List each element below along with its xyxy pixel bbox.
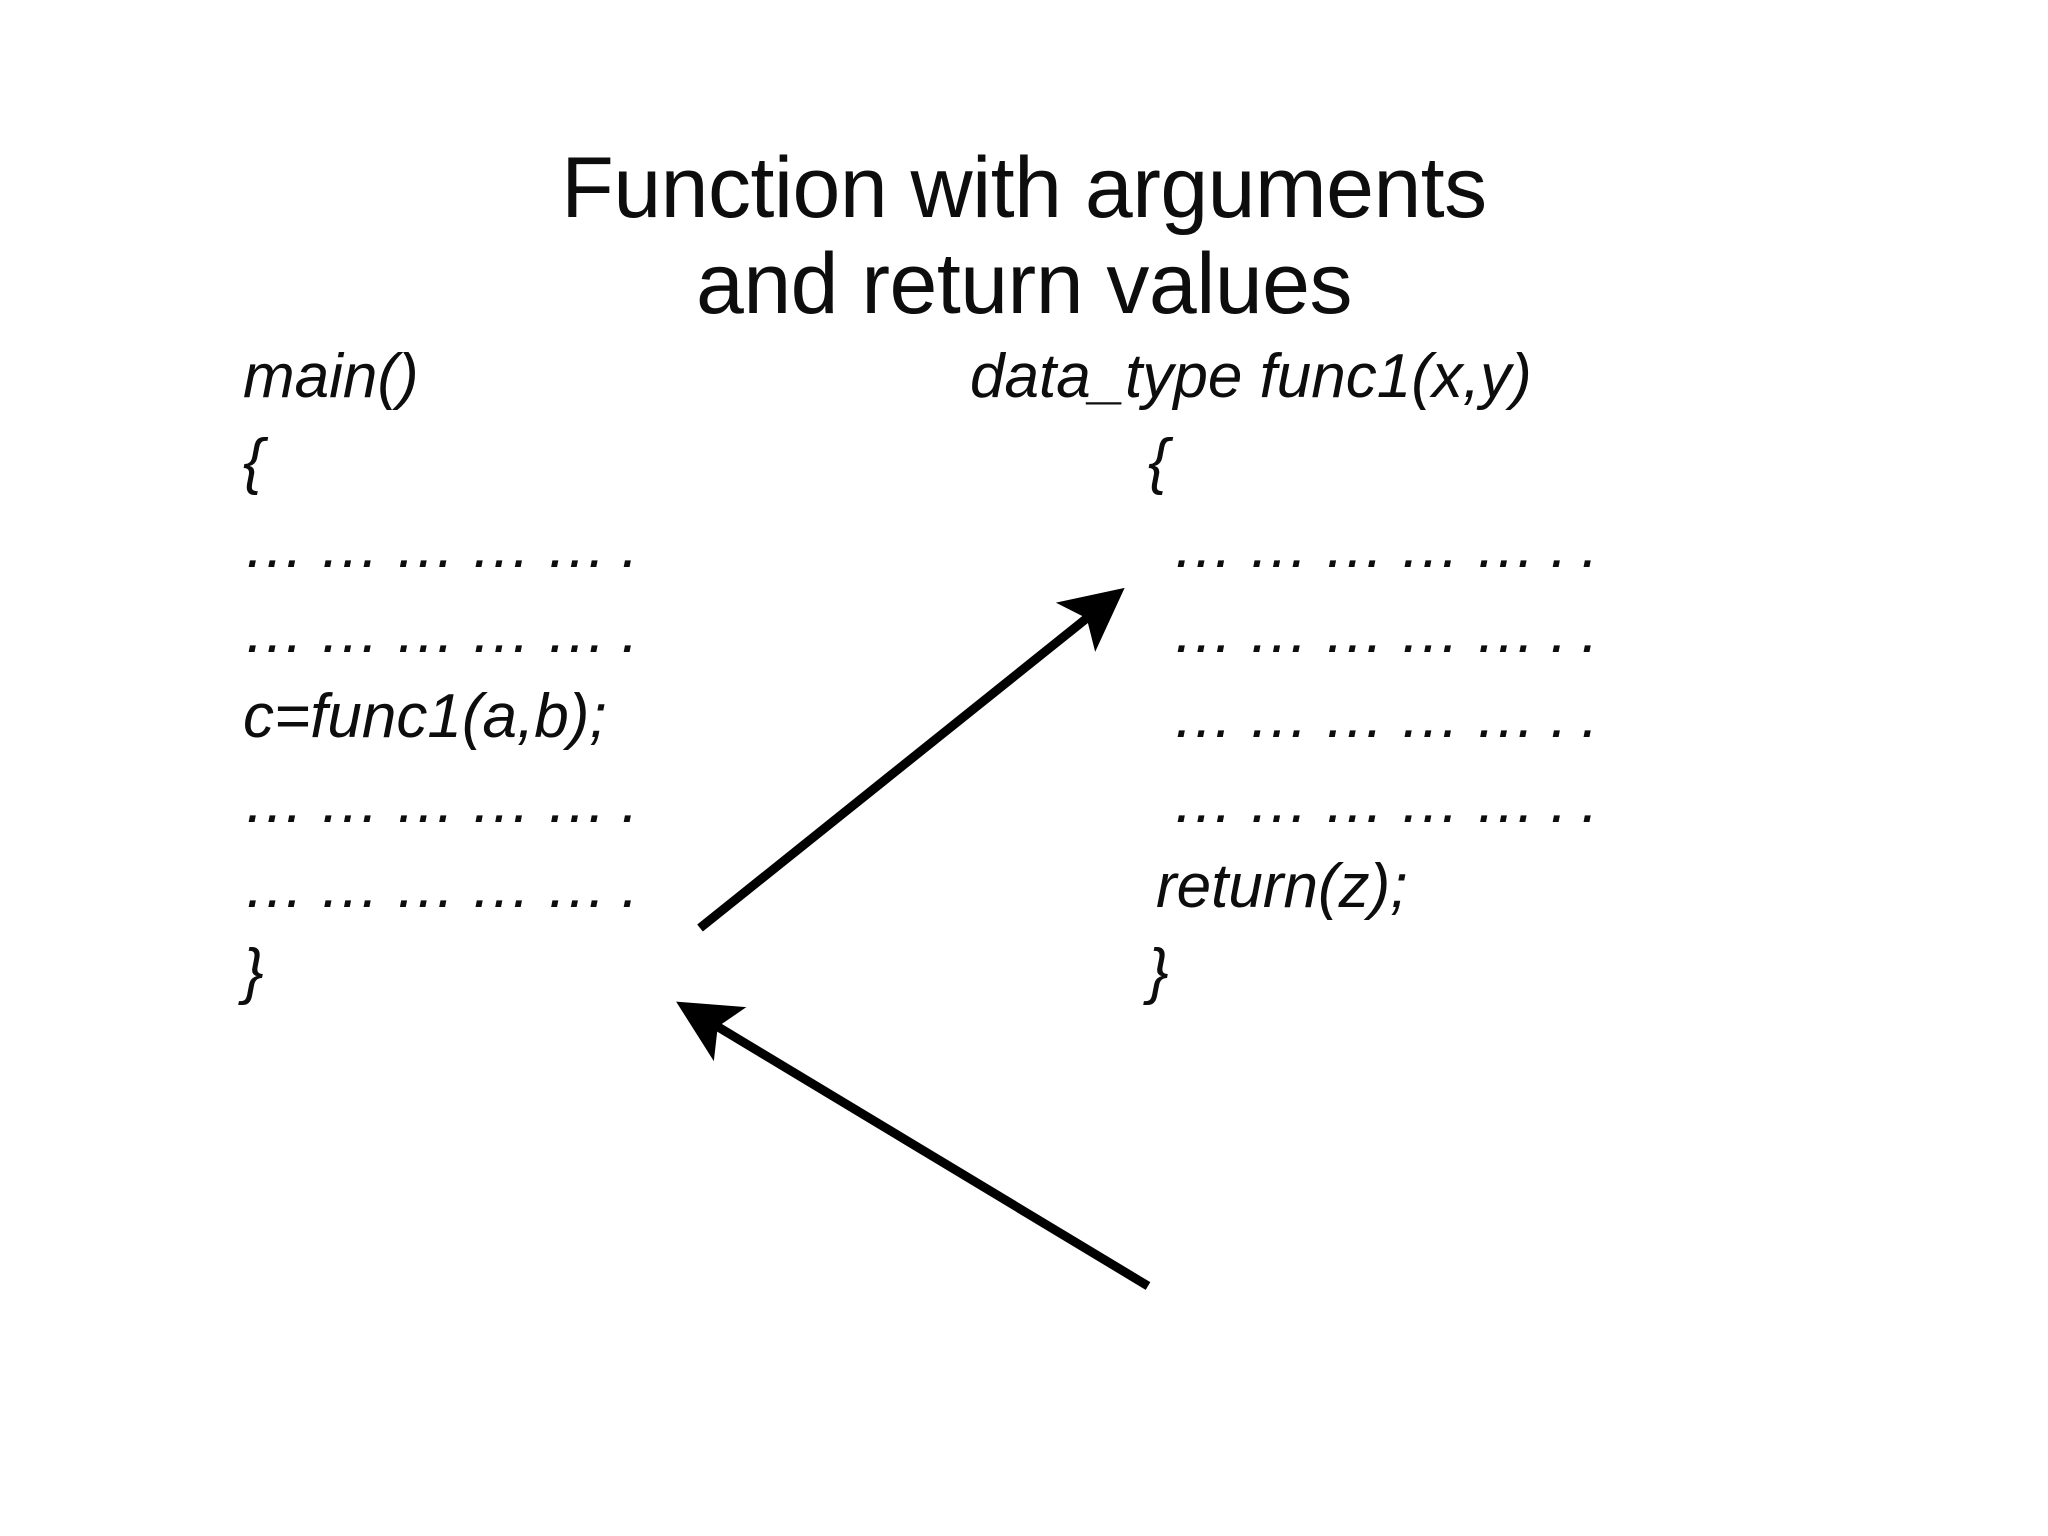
callee-line-dots-3: …………….. [970,686,1612,771]
callee-line-dots-1: …………….. [970,516,1612,601]
caller-line-dots-2: ……………. [243,601,652,686]
callee-line-dots-4: …………….. [970,771,1612,856]
dotted-line: ……………. [243,852,653,921]
callee-code-block: data_type func1(x,y) { …………….. …………….. …… [970,346,1612,1026]
dotted-line: …………….. [1172,682,1612,751]
callee-line-open-brace: { [970,431,1612,516]
dotted-line: ……………. [243,767,653,836]
caller-text: { [243,427,264,496]
caller-text: main() [243,342,419,411]
title-line-2: and return values [695,236,1353,333]
caller-line-close-brace: } [243,941,652,1026]
caller-line-dots-1: ……………. [243,516,652,601]
callee-line-dots-2: …………….. [970,601,1612,686]
return-arrow [676,1001,1151,1290]
caller-text: } [243,937,264,1006]
dotted-line: …………….. [1172,597,1612,666]
title-line-1: Function with arguments [561,140,1487,236]
caller-line-function-call: c=func1(a,b); [243,686,652,771]
caller-text: c=func1(a,b); [243,682,607,751]
callee-text: } [1148,937,1169,1006]
callee-line-close-brace: } [970,941,1612,1026]
callee-text: data_type func1(x,y) [970,342,1532,411]
callee-line-signature: data_type func1(x,y) [970,346,1612,431]
caller-line-main-signature: main() [243,346,652,431]
dotted-line: …………….. [1172,512,1612,581]
dotted-line: …………….. [1172,767,1612,836]
caller-line-open-brace: { [243,431,652,516]
dotted-line: ……………. [243,597,653,666]
callee-line-return: return(z); [970,856,1612,941]
callee-text: { [1148,427,1169,496]
caller-line-dots-4: ……………. [243,856,652,941]
caller-line-dots-3: ……………. [243,771,652,856]
callee-text: return(z); [1156,852,1408,921]
dotted-line: ……………. [243,512,653,581]
caller-code-block: main() { ……………. ……………. c=func1(a,b); ………… [243,346,652,1026]
slide-title: Function with arguments and return value… [0,140,2048,333]
